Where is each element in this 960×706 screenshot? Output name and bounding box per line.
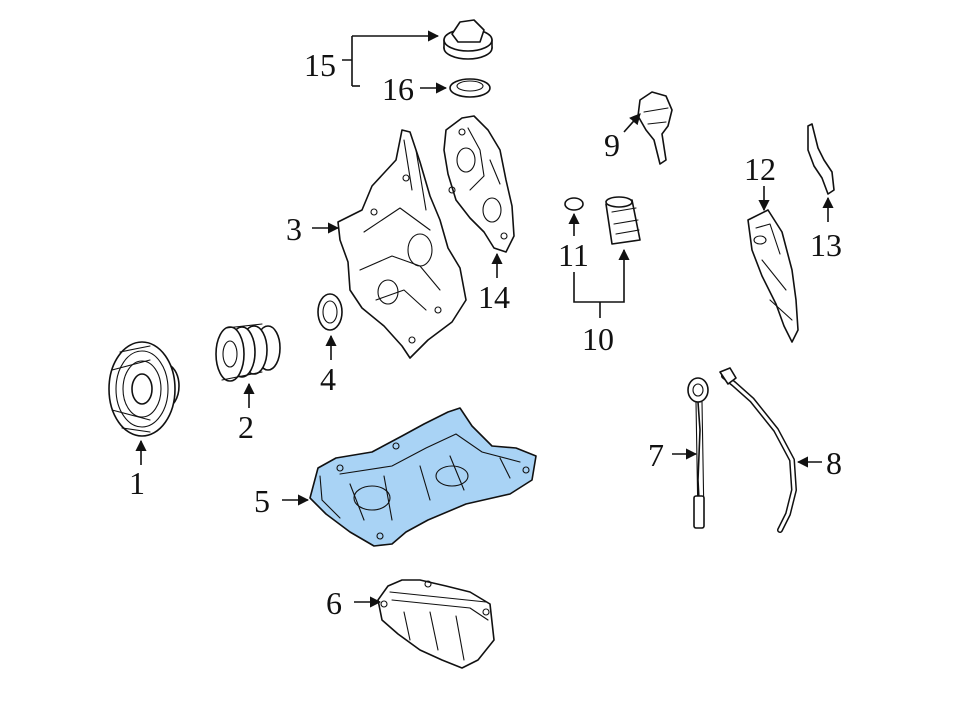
callout-13: 13 — [810, 196, 842, 263]
callout-4: 4 — [320, 334, 337, 397]
callout-7: 7 — [648, 437, 698, 473]
svg-text:10: 10 — [582, 321, 614, 357]
part-3-timing-cover[interactable] — [337, 129, 467, 359]
part-11-o-ring[interactable] — [564, 197, 584, 211]
part-8-dipstick-tube[interactable] — [719, 367, 797, 533]
svg-text:1: 1 — [129, 465, 145, 501]
part-5-upper-oil-pan[interactable] — [309, 407, 537, 547]
svg-text:7: 7 — [648, 437, 664, 473]
svg-text:4: 4 — [320, 361, 336, 397]
part-9-sensor[interactable] — [637, 91, 673, 165]
callout-9: 9 — [604, 113, 641, 163]
callout-8: 8 — [796, 445, 842, 481]
svg-text:3: 3 — [286, 211, 302, 247]
part-1-pulley[interactable] — [108, 341, 180, 437]
svg-text:11: 11 — [558, 237, 589, 273]
svg-text:9: 9 — [604, 127, 620, 163]
part-12-module[interactable] — [747, 209, 799, 343]
callout-11: 11 — [558, 212, 589, 273]
part-4-seal[interactable] — [317, 293, 343, 331]
callout-1: 1 — [129, 439, 147, 501]
callout-6: 6 — [326, 585, 382, 621]
svg-text:15: 15 — [304, 47, 336, 83]
svg-text:8: 8 — [826, 445, 842, 481]
part-2-damper[interactable] — [215, 323, 281, 382]
svg-text:5: 5 — [254, 483, 270, 519]
callout-5: 5 — [254, 483, 310, 519]
svg-text:14: 14 — [478, 279, 510, 315]
callout-15: 15 — [304, 30, 440, 86]
callout-3: 3 — [286, 211, 340, 247]
callout-14: 14 — [478, 252, 510, 315]
part-7-dipstick[interactable] — [687, 377, 709, 529]
callout-2: 2 — [238, 382, 255, 445]
svg-text:2: 2 — [238, 409, 254, 445]
part-10-oil-filter[interactable] — [605, 196, 641, 245]
part-16-cap-seal[interactable] — [449, 78, 491, 98]
callout-12: 12 — [744, 151, 776, 212]
part-6-lower-oil-pan[interactable] — [377, 579, 495, 669]
part-15-filler-cap[interactable] — [443, 19, 493, 60]
svg-text:13: 13 — [810, 227, 842, 263]
callout-10: 10 — [573, 248, 630, 357]
svg-text:12: 12 — [744, 151, 776, 187]
part-13-bracket[interactable] — [807, 123, 835, 195]
callout-16: 16 — [352, 71, 448, 107]
svg-text:16: 16 — [382, 71, 414, 107]
svg-text:6: 6 — [326, 585, 342, 621]
part-14-cover[interactable] — [443, 115, 515, 253]
